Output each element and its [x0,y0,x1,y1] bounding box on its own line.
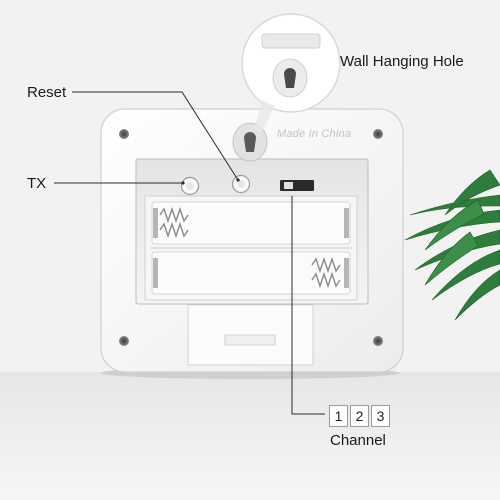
battery-contact [344,208,349,238]
battery-slot-top [151,201,351,245]
zoom-connector [254,100,275,132]
channel-label: Channel [330,432,386,449]
reset-label: Reset [27,84,67,101]
table-surface [0,372,500,500]
reset-leader-dot [236,178,240,182]
zoom-keyhole-icon [284,68,296,88]
channel-switch-knob [284,182,293,189]
tx-label: TX [27,175,47,192]
battery-slot-bottom [151,251,351,295]
channel-leader-line [291,196,325,415]
spring-icon [159,206,341,289]
stand-tab [224,334,276,346]
wall-hanging-hole-label: Wall Hanging Hole [340,53,464,70]
battery-contact [344,258,349,288]
made-in-china-marking: Made In China [277,128,352,140]
reset-button-core [237,180,245,188]
plant-leaves [404,169,500,321]
battery-contact [153,208,158,238]
screw-icon [119,336,129,346]
battery-contact [153,258,158,288]
tx-button-core [186,182,194,190]
screw-icon [119,129,129,139]
screw-icon [373,336,383,346]
channel-option-1: 1 [329,405,348,427]
channel-selector: 1 2 3 [329,405,390,427]
zoom-detail-slot [261,33,321,49]
keyhole-icon [244,132,256,152]
channel-option-3: 3 [371,405,390,427]
screw-icon [373,129,383,139]
leader-lines [54,91,325,415]
channel-option-2: 2 [350,405,369,427]
reset-leader-line [72,91,239,181]
tx-leader-dot [181,181,185,185]
